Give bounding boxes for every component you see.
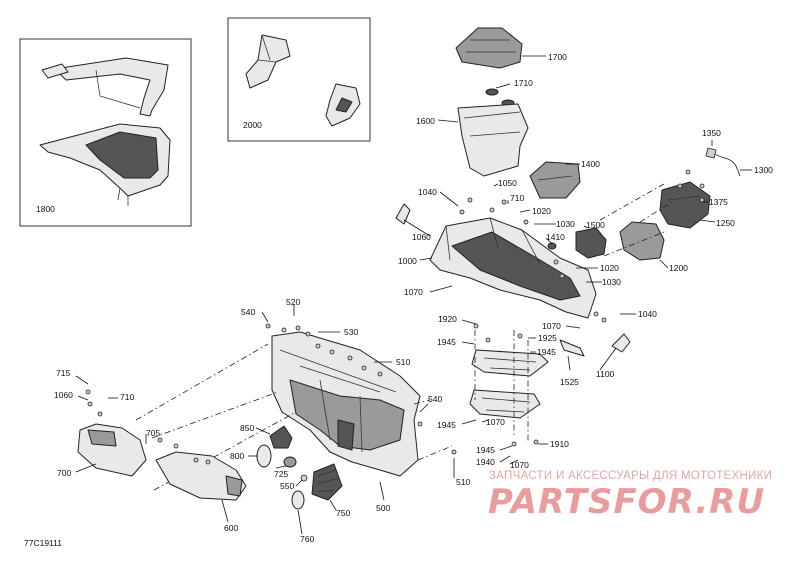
duct-850[interactable] [269, 425, 293, 449]
housing-1250[interactable] [659, 181, 711, 229]
callout-1940: 1940 [476, 457, 495, 467]
callout-705: 705 [146, 428, 160, 438]
callout-1070-b: 1070 [542, 321, 561, 331]
callout-850: 850 [240, 423, 254, 433]
body-panel-500[interactable] [271, 331, 421, 477]
grommet-1410[interactable] [547, 242, 557, 250]
vertical-dashes-rack [474, 330, 529, 442]
bracket-upper[interactable] [245, 34, 291, 89]
rack-upper-1945[interactable] [471, 349, 549, 377]
callout-1040-top: 1040 [418, 187, 437, 197]
callout-1375: 1375 [709, 197, 728, 207]
callout-510-bottom: 510 [456, 477, 470, 487]
bracket-600[interactable] [155, 451, 247, 501]
callout-1020-bottom: 1020 [600, 263, 619, 273]
component-1500[interactable] [575, 227, 607, 259]
callout-510-top: 510 [396, 357, 410, 367]
callout-1800: 1800 [36, 204, 55, 214]
clamp-760[interactable] [291, 490, 305, 510]
callout-labels: 1700 1710 1600 1400 1350 1300 1375 1250 … [36, 52, 773, 544]
callout-1945-d: 1945 [476, 445, 495, 455]
grommets-1710[interactable] [485, 88, 515, 107]
clamp-725[interactable] [283, 456, 297, 468]
callout-520: 520 [286, 297, 300, 307]
rack-lower-1940[interactable] [469, 389, 541, 419]
bellows-750[interactable] [311, 463, 343, 501]
callout-540-right: 540 [428, 394, 442, 404]
callout-1350: 1350 [702, 128, 721, 138]
bracket-1060-upper[interactable] [395, 203, 411, 225]
callout-1100: 1100 [596, 369, 615, 379]
callout-1040-bottom: 1040 [638, 309, 657, 319]
callout-1945-a: 1945 [437, 337, 456, 347]
callout-1020-top: 1020 [532, 206, 551, 216]
callout-750: 750 [336, 508, 350, 518]
callout-700: 700 [57, 468, 71, 478]
wiring-harness-1300[interactable] [705, 147, 741, 177]
ring-800[interactable] [256, 444, 272, 468]
callout-1500: 1500 [586, 220, 605, 230]
storage-box-1600[interactable] [457, 103, 529, 177]
callout-1300: 1300 [754, 165, 773, 175]
callout-1700: 1700 [548, 52, 567, 62]
storage-lid-1700[interactable] [455, 27, 523, 69]
dash-lines-mid [135, 343, 453, 491]
callout-1410: 1410 [546, 232, 565, 242]
callout-1920: 1920 [438, 314, 457, 324]
callout-540-top: 540 [241, 307, 255, 317]
callout-1945-b: 1945 [537, 347, 556, 357]
callout-1060-left: 1060 [54, 390, 73, 400]
main-frame-1000[interactable] [429, 217, 597, 319]
callout-1250: 1250 [716, 218, 735, 228]
callout-1910: 1910 [550, 439, 569, 449]
frame-lower-part[interactable] [39, 123, 171, 206]
callout-550: 550 [280, 481, 294, 491]
inset-2000 [227, 17, 371, 142]
callout-2000: 2000 [243, 120, 262, 130]
callout-1060-top: 1060 [412, 232, 431, 242]
callout-1070-a: 1070 [404, 287, 423, 297]
leader-lines [75, 55, 752, 535]
callout-725: 725 [274, 469, 288, 479]
callout-1030-bottom: 1030 [602, 277, 621, 287]
callout-1000: 1000 [398, 256, 417, 266]
svg-text:PARTSFOR.RU: PARTSFOR.RU [488, 482, 765, 522]
callout-1070-d: 1070 [510, 460, 529, 470]
callout-530: 530 [344, 327, 358, 337]
dash-lines-right [599, 183, 673, 257]
cover-1400[interactable] [529, 161, 581, 199]
callout-710-top: 710 [510, 193, 524, 203]
callout-1525: 1525 [560, 377, 579, 387]
callout-1070-c: 1070 [486, 417, 505, 427]
watermark-tagline: ЗАПЧАСТИ И АКСЕССУАРЫ ДЛЯ МОТОТЕХНИКИ [489, 470, 773, 482]
callout-1050: 1050 [498, 178, 517, 188]
bracket-1100[interactable] [611, 333, 631, 353]
callout-760: 760 [300, 534, 314, 544]
fasteners-1375[interactable] [677, 169, 705, 203]
callout-1710: 1710 [514, 78, 533, 88]
callout-1600: 1600 [416, 116, 435, 126]
callout-1030-top: 1030 [556, 219, 575, 229]
callout-500: 500 [376, 503, 390, 513]
callout-800: 800 [230, 451, 244, 461]
bracket-lower[interactable] [325, 83, 361, 127]
callout-715: 715 [56, 368, 70, 378]
watermark-logo: PARTSFOR.RU [488, 482, 765, 522]
callout-1945-c: 1945 [437, 420, 456, 430]
callout-1400: 1400 [581, 159, 600, 169]
callout-1200: 1200 [669, 263, 688, 273]
fasteners [85, 197, 607, 465]
callout-710-left: 710 [120, 392, 134, 402]
callout-600: 600 [224, 523, 238, 533]
frame-upper-part[interactable] [41, 57, 169, 117]
bracket-700[interactable] [77, 423, 147, 477]
callout-1925: 1925 [538, 333, 557, 343]
clamp-550[interactable] [300, 474, 308, 482]
inset-1800 [19, 38, 192, 227]
diagram-reference-code: 77C19111 [24, 538, 62, 548]
bracket-1525[interactable] [559, 339, 585, 357]
